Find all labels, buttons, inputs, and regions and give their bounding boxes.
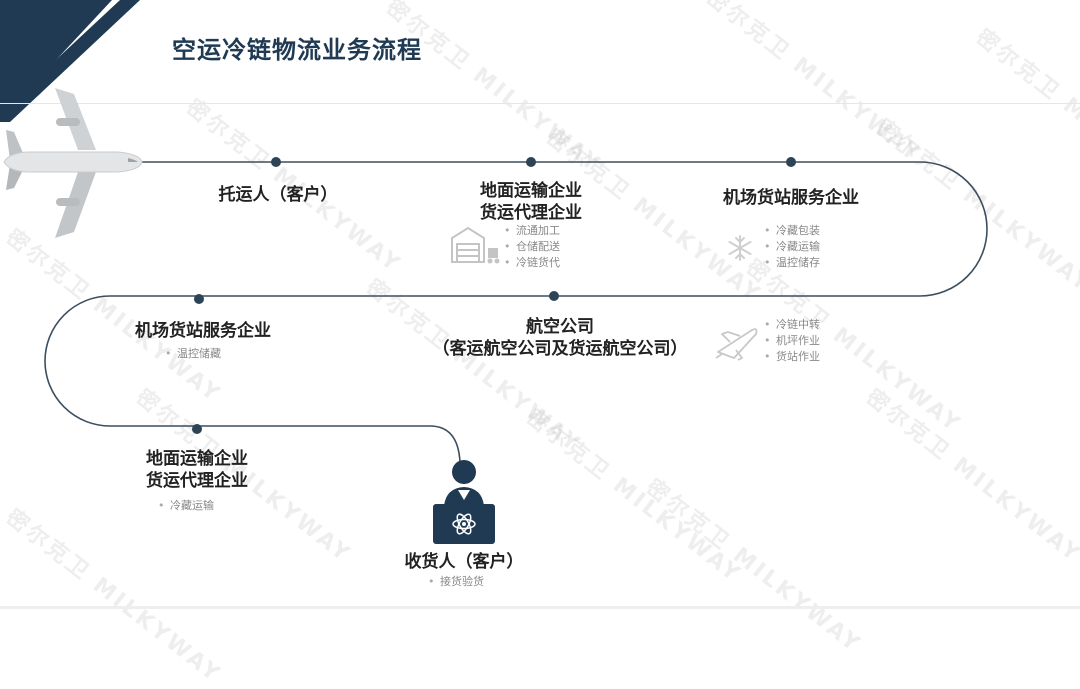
node-title-line: 收货人（客户）	[404, 552, 524, 572]
flow-node-dot	[526, 157, 536, 167]
node-ground-transport-dest-bullets: 冷藏运输	[158, 498, 214, 514]
bullet-item: 仓储配送	[504, 239, 560, 255]
node-title-line: 机场货站服务企业	[723, 188, 859, 208]
node-title-line: 货运代理企业	[146, 471, 248, 491]
flow-node-dot	[271, 157, 281, 167]
warehouse-forklift-icon	[451, 226, 500, 264]
node-airport-terminal-dest-title: 机场货站服务企业	[123, 320, 283, 342]
airplane-outline-icon	[715, 328, 758, 361]
node-title-line: 机场货站服务企业	[135, 321, 271, 341]
node-title-line: 托运人（客户）	[218, 185, 338, 205]
node-title-line: 地面运输企业	[480, 181, 582, 201]
bullet-item: 冷藏包装	[764, 223, 820, 239]
flow-node-dot	[192, 424, 202, 434]
flow-node-dot	[549, 291, 559, 301]
node-title-line: 航空公司	[526, 317, 594, 337]
bullet-item: 机坪作业	[764, 333, 820, 349]
footer-divider	[0, 606, 1080, 609]
airline-side-bullets: 冷链中转 机坪作业 货站作业	[764, 317, 820, 365]
flow-node-dot	[194, 294, 204, 304]
node-title-line: 货运代理企业	[480, 203, 582, 223]
node-ground-transport-bullets: 流通加工 仓储配送 冷链货代	[504, 223, 560, 271]
corner-decoration	[0, 0, 140, 122]
node-airport-terminal-title: 机场货站服务企业	[711, 187, 871, 209]
bullet-item: 流通加工	[504, 223, 560, 239]
node-consignee-title: 收货人（客户）	[389, 551, 539, 573]
bullet-item: 冷链货代	[504, 255, 560, 271]
node-ground-transport-title: 地面运输企业 货运代理企业	[456, 180, 606, 224]
bullet-item: 温控储藏	[165, 346, 221, 362]
bullet-item: 温控储存	[764, 255, 820, 271]
bullet-item: 接货验货	[428, 574, 484, 590]
airplane-icon	[3, 88, 143, 238]
flow-path	[44, 157, 988, 463]
node-airline-title: 航空公司 （客运航空公司及货运航空公司）	[420, 316, 700, 360]
header-divider	[0, 103, 1080, 104]
page-title: 空运冷链物流业务流程	[172, 36, 422, 64]
bullet-item: 冷藏运输	[158, 498, 214, 514]
bullet-item: 冷藏运输	[764, 239, 820, 255]
bullet-item: 货站作业	[764, 349, 820, 365]
snowflake-icon	[728, 235, 752, 261]
node-consignee-bullets: 接货验货	[428, 574, 484, 590]
node-airport-terminal-dest-bullets: 温控储藏	[165, 346, 221, 362]
node-ground-transport-dest-title: 地面运输企业 货运代理企业	[122, 448, 272, 492]
node-shipper-title: 托运人（客户）	[203, 184, 353, 206]
node-title-line: 地面运输企业	[146, 449, 248, 469]
flow-node-dot	[786, 157, 796, 167]
bullet-item: 冷链中转	[764, 317, 820, 333]
receiver-person-icon	[433, 460, 495, 544]
node-title-line: （客运航空公司及货运航空公司）	[432, 339, 688, 359]
node-airport-terminal-bullets: 冷藏包装 冷藏运输 温控储存	[764, 223, 820, 271]
